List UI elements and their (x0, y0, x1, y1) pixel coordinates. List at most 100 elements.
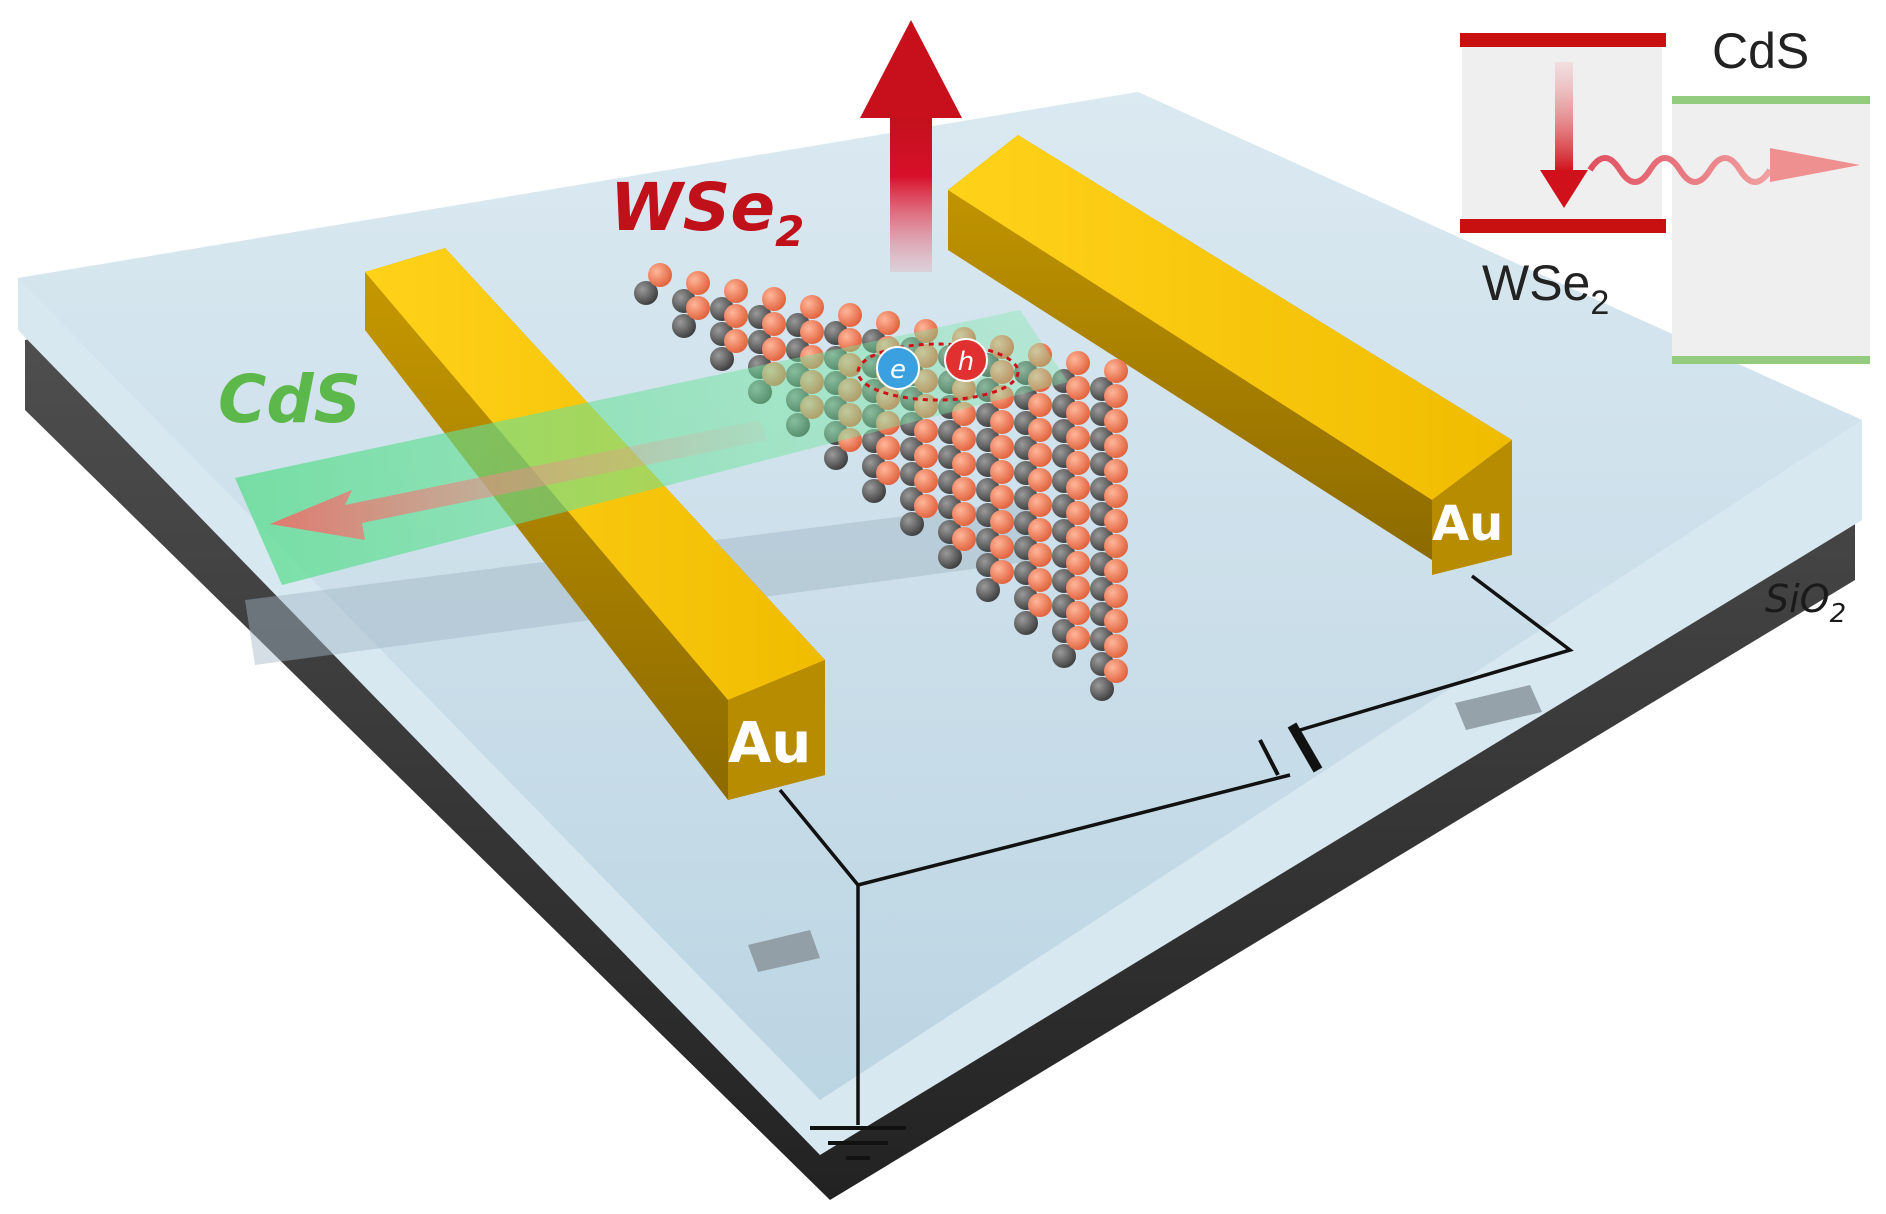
se-atom (1104, 509, 1128, 533)
se-atom (914, 444, 938, 468)
se-atom (1066, 576, 1090, 600)
se-atom (1104, 609, 1128, 633)
se-atom (990, 510, 1014, 534)
emission-arrow-icon (860, 20, 962, 272)
se-atom (648, 263, 672, 287)
se-atom (1028, 393, 1052, 417)
se-atom (1028, 468, 1052, 492)
se-atom (1028, 418, 1052, 442)
se-atom (1104, 409, 1128, 433)
se-atom (952, 452, 976, 476)
hole-label: h (958, 347, 974, 377)
se-atom (1104, 434, 1128, 458)
se-atom (952, 527, 976, 551)
w-atom (710, 347, 734, 371)
se-atom (838, 303, 862, 327)
se-atom (1066, 426, 1090, 450)
se-atom (990, 560, 1014, 584)
se-atom (800, 295, 824, 319)
se-atom (1104, 459, 1128, 483)
circuit-wires (778, 574, 1574, 1125)
photon-wave (1587, 155, 1773, 185)
photon-wave-arrowhead (1770, 148, 1860, 182)
recombination-arrow-head (1540, 170, 1588, 208)
se-atom (876, 436, 900, 460)
se-atom (1028, 443, 1052, 467)
hole (944, 338, 988, 382)
se-atom (876, 461, 900, 485)
cds-label: CdS (218, 361, 361, 438)
w-atom (938, 545, 962, 569)
se-atom (876, 311, 900, 335)
se-atom (1104, 584, 1128, 608)
se-atom (1066, 501, 1090, 525)
se-atom (914, 494, 938, 518)
se-atom (990, 435, 1014, 459)
se-atom (800, 320, 824, 344)
au-label-right: Au (1432, 496, 1503, 552)
se-atom (1066, 626, 1090, 650)
exciton-orbit (856, 342, 1020, 402)
w-atom (824, 446, 848, 470)
se-atom (724, 329, 748, 353)
se-atom (1104, 559, 1128, 583)
contact-pad-left (748, 930, 820, 972)
se-atom (990, 485, 1014, 509)
se-atom (1066, 601, 1090, 625)
se-atom (990, 535, 1014, 559)
se-atom (1028, 543, 1052, 567)
se-atom (686, 296, 710, 320)
ground-icon (810, 1126, 906, 1160)
w-atom (672, 314, 696, 338)
battery-icon (1258, 722, 1323, 776)
se-atom (1066, 401, 1090, 425)
se-atom (762, 312, 786, 336)
w-atom (900, 512, 924, 536)
se-atom (952, 427, 976, 451)
wse2-label: WSe2 (610, 169, 804, 256)
se-atom (914, 469, 938, 493)
w-atom (634, 281, 658, 305)
w-atom (862, 479, 886, 503)
w-atom (1014, 611, 1038, 635)
waveguide-arrow-icon (270, 420, 768, 540)
se-atom (724, 279, 748, 303)
se-atom (1104, 659, 1128, 683)
se-atom (686, 271, 710, 295)
se-atom (1104, 384, 1128, 408)
sio2-label: SiO2 (1765, 577, 1846, 629)
se-atom (1066, 551, 1090, 575)
se-atom (952, 502, 976, 526)
se-atom (1066, 451, 1090, 475)
se-atom (762, 337, 786, 361)
inset-cds-label: CdS (1712, 23, 1809, 79)
se-atom (1066, 476, 1090, 500)
electron (876, 346, 920, 390)
electron-label: e (890, 355, 906, 385)
se-atom (1104, 634, 1128, 658)
au-electrode-right (948, 135, 1512, 575)
inset-cds-gap (1672, 100, 1870, 358)
se-atom (1028, 568, 1052, 592)
si-label: Si (1790, 633, 1838, 693)
au-label-left: Au (728, 711, 811, 776)
se-atom (724, 304, 748, 328)
se-atom (1066, 376, 1090, 400)
w-atom (976, 578, 1000, 602)
recombination-arrow (1555, 62, 1573, 172)
se-atom (1028, 493, 1052, 517)
se-atom (1104, 359, 1128, 383)
se-atom (762, 287, 786, 311)
se-atom (1028, 518, 1052, 542)
se-atom (1104, 534, 1128, 558)
se-atom (990, 460, 1014, 484)
w-atom (1052, 644, 1076, 668)
se-atom (1104, 484, 1128, 508)
se-atom (1028, 593, 1052, 617)
se-atom (1066, 526, 1090, 550)
w-atom (1090, 677, 1114, 701)
se-atom (914, 419, 938, 443)
se-atom (990, 410, 1014, 434)
inset-wse2-label: WSe2 (1482, 255, 1609, 322)
